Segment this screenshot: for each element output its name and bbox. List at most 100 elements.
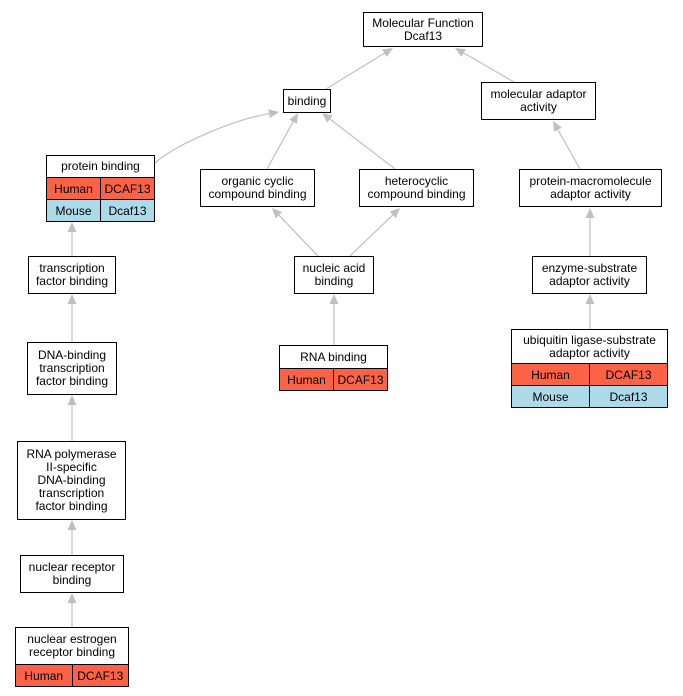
node-label-line: transcription: [38, 486, 105, 500]
species-cell: Human: [54, 181, 93, 196]
node-label-line: RNA binding: [300, 349, 367, 364]
species-cell: Mouse: [532, 389, 569, 404]
arrowhead-nab-to-het: [389, 208, 400, 219]
gene-cell[interactable]: DCAF13: [333, 369, 387, 390]
node-label-line: protein-macromolecule: [529, 174, 652, 188]
arrowhead-nrb-to-rnap: [67, 520, 77, 530]
node-label-line: enzyme-substrate: [541, 261, 638, 275]
node-label-line: protein binding: [61, 159, 140, 173]
node-label-line: binding: [314, 274, 354, 288]
node-label-line: organic cyclic: [221, 174, 294, 188]
arrowhead-nerb-to-nrb: [67, 593, 77, 603]
node-label-line: DNA-binding: [37, 348, 107, 362]
node-label-line: nuclear estrogen: [27, 632, 117, 646]
edge-bind-to-mf: [325, 52, 385, 90]
arrowhead-esa-to-pma: [585, 208, 595, 218]
arrowhead-pb-to-bind: [268, 109, 279, 119]
arrowhead-bind-to-mf: [382, 48, 393, 58]
node-label-line: RNA polymerase: [26, 447, 117, 461]
edge-mad-to-mf: [463, 52, 515, 83]
species-cell: Human: [24, 668, 64, 683]
gene-cell[interactable]: DCAF13: [100, 178, 154, 199]
node-label-line: receptor binding: [28, 645, 116, 659]
species-row-human: Human DCAF13: [47, 177, 154, 199]
arrowhead-rnab-to-nab: [329, 294, 339, 304]
node-label-line: molecular adaptor: [490, 87, 587, 101]
node-label-line: compound binding: [367, 187, 466, 201]
edge-pb-to-bind: [154, 113, 270, 164]
arrowhead-rnap-to-dbtf: [67, 395, 77, 405]
arrowhead-tfb-to-pb: [67, 222, 77, 232]
species-cell: Human: [287, 372, 326, 387]
node-label-line: II-specific: [46, 460, 97, 474]
gene-cell[interactable]: DCAF13: [589, 364, 667, 385]
node-label-line: nuclear receptor: [28, 560, 116, 574]
arrowhead-occ-to-bind: [289, 113, 298, 124]
node-bind[interactable]: binding: [283, 89, 331, 113]
gene-cell[interactable]: Dcaf13: [589, 386, 667, 407]
node-label-line: DNA-binding: [37, 473, 106, 487]
node-label-line: adaptor activity: [550, 187, 631, 201]
node-label-line: Molecular Function: [372, 15, 474, 30]
species-row-human: Human DCAF13: [512, 363, 667, 385]
arrowhead-dbtf-to-tfb: [67, 294, 77, 304]
node-label-line: heterocyclic: [384, 174, 449, 188]
node-label-line: transcription: [39, 261, 105, 275]
node-label-line: factor binding: [35, 274, 109, 288]
species-row-human: Human DCAF13: [16, 664, 128, 686]
edge-nab-to-het: [349, 214, 394, 257]
edge-pma-to-mad: [557, 129, 581, 170]
node-label-line: transcription: [39, 361, 105, 375]
node-label-line: adaptor activity: [549, 345, 630, 360]
node-label: binding: [284, 90, 330, 112]
arrowhead-ubq-to-esa: [585, 294, 595, 304]
edge-occ-to-bind: [266, 121, 294, 170]
edge-nab-to-occ: [278, 214, 319, 257]
species-row-human: Human DCAF13: [280, 368, 387, 390]
node-label-line: nucleic acid: [302, 261, 366, 275]
node-label-line: factor binding: [35, 499, 108, 513]
node-label-line: Dcaf13: [403, 28, 443, 43]
node-label-line: binding: [287, 93, 327, 108]
node-label-line: factor binding: [35, 374, 109, 388]
species-row-mouse: Mouse Dcaf13: [512, 385, 667, 407]
gene-cell[interactable]: Dcaf13: [100, 200, 154, 221]
node-label-line: activity: [520, 100, 557, 114]
node-label: protein binding: [47, 156, 154, 177]
species-cell: Human: [531, 367, 570, 382]
node-label: RNA binding: [280, 346, 387, 368]
gene-cell[interactable]: DCAF13: [71, 665, 129, 686]
node-label-line: binding: [52, 573, 92, 587]
edge-het-to-bind: [329, 118, 396, 170]
node-label-line: adaptor activity: [549, 274, 630, 288]
arrowhead-pma-to-mad: [553, 121, 562, 132]
